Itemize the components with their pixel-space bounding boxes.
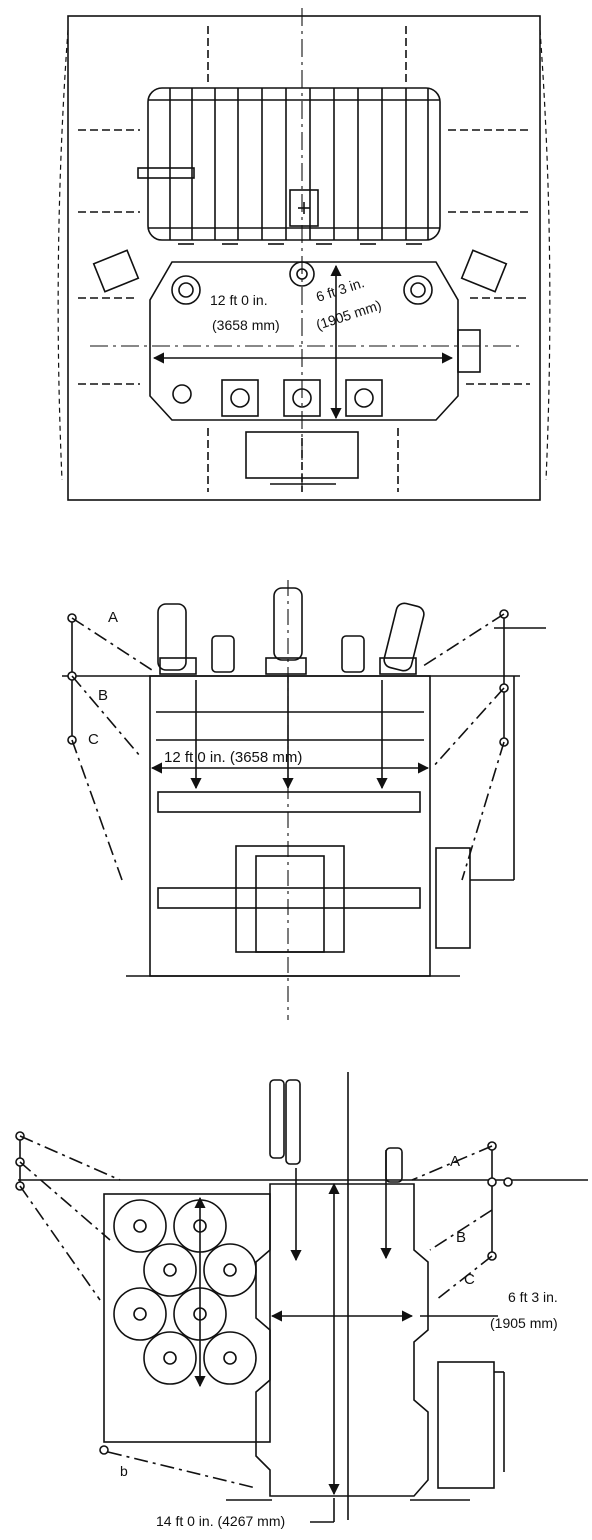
side-label-a: A [450, 1153, 460, 1170]
side-dim-height-label: 14 ft 0 in. (4267 mm) [156, 1513, 285, 1529]
side-dim-depth-label: 6 ft 3 in. [508, 1289, 558, 1305]
side-label-c: C [464, 1271, 475, 1288]
side-label-b-small: b [120, 1463, 128, 1479]
radiator-bank [137, 87, 441, 245]
side-radiator-frame [103, 1193, 271, 1443]
side-dim-depth-metric-label: (1905 mm) [490, 1315, 558, 1331]
front-bushings [157, 587, 425, 675]
side-label-b: B [456, 1229, 466, 1246]
side-tank-body [255, 1183, 429, 1497]
top-dim-width-label: 12 ft 0 in. [210, 292, 268, 308]
front-view [62, 580, 546, 1020]
tank-outline [149, 261, 459, 421]
front-tank-body [149, 675, 431, 977]
front-label-c: C [88, 731, 99, 748]
top-view [57, 8, 551, 501]
top-dim-depth-label: 6 ft 3 in. [314, 274, 366, 305]
front-label-a: A [108, 609, 118, 626]
front-label-b: B [98, 687, 108, 704]
side-radiator-tubes [113, 1199, 257, 1385]
top-view-boundary [67, 15, 541, 501]
front-coil-assembly [235, 845, 345, 953]
front-dim-width-label: 12 ft 0 in. (3658 mm) [164, 749, 302, 766]
side-view [15, 1072, 588, 1523]
top-dim-width-metric-label: (3658 mm) [212, 317, 280, 333]
